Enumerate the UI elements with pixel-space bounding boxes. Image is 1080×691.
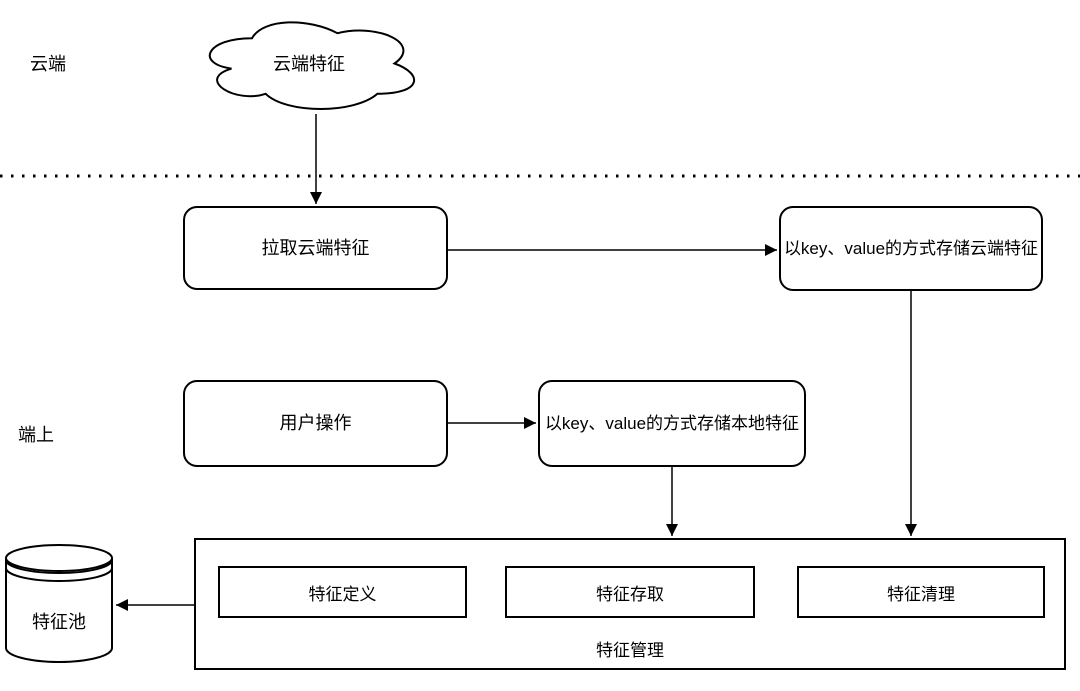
node-feature-management-label: 特征管理 [596,641,664,660]
zone-label-device: 端上 [18,425,54,445]
node-feature-pool-label: 特征池 [32,611,86,632]
node-feature-management: 特征定义 特征存取 特征清理 特征管理 [194,538,1066,670]
database-cylinder-icon [5,544,113,663]
node-cloud-feature-label: 云端特征 [273,53,345,74]
node-feature-cleanup: 特征清理 [797,566,1045,618]
node-feature-access: 特征存取 [505,566,755,618]
cloud-shape [209,21,415,110]
node-user-action: 用户操作 [183,380,448,467]
node-store-cloud-feature: 以key、value的方式存储云端特征 [779,206,1043,291]
node-pull-cloud-feature: 拉取云端特征 [183,206,448,290]
node-feature-definition: 特征定义 [218,566,467,618]
zone-label-cloud: 云端 [30,54,66,74]
node-store-local-feature: 以key、value的方式存储本地特征 [538,380,806,467]
